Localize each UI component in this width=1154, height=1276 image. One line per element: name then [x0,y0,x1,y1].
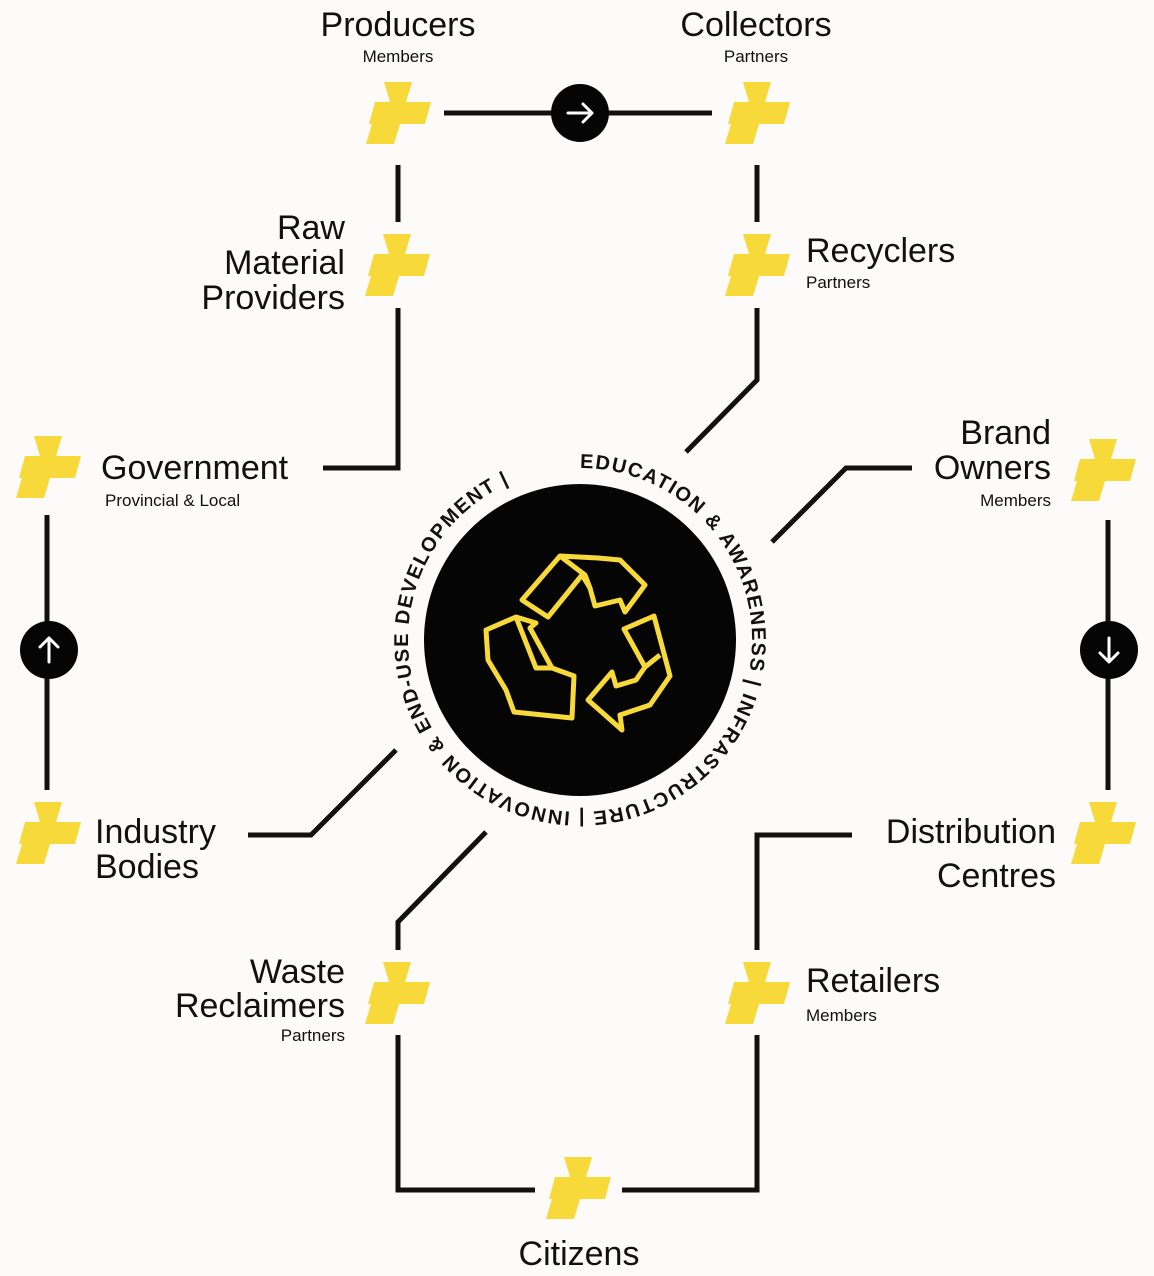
government-title: Government [101,449,289,487]
raw-material-line-1: Raw [277,209,345,247]
producers-subtitle: Members [363,47,434,66]
hub: EDUCATION & AWARENESS | INFRASTRUCTURE |… [391,451,768,829]
line-hub-waste [395,830,488,950]
arrow-down-icon [1080,621,1138,679]
line-raw-government [323,308,401,471]
government-plus-icon [16,436,81,498]
brand-owners-line-2: Owners [934,449,1051,487]
brand-owners-subtitle: Members [980,491,1051,510]
arrow-up-icon [20,621,78,679]
waste-reclaimers-plus-icon [365,962,430,1024]
connector-lines [44,110,1111,1193]
industry-bodies-line-2: Bodies [95,848,199,886]
line-recyclers-hub [684,308,760,454]
node-brand-owners: Brand Owners Members [934,414,1051,510]
distribution-plus-icon [1071,802,1136,864]
producers-plus-icon [366,82,431,144]
node-citizens: Citizens [519,1235,640,1273]
raw-material-line-3: Providers [201,279,345,317]
node-retailers: Retailers Members [806,962,940,1025]
industry-bodies-plus-icon [16,802,81,864]
node-government: Government Provincial & Local [101,449,289,510]
government-subtitle: Provincial & Local [105,491,240,510]
waste-reclaimers-line-1: Waste [250,953,345,991]
node-industry-bodies: Industry Bodies [95,813,216,886]
industry-bodies-line-1: Industry [95,813,216,851]
distribution-line-1: Distribution [886,813,1056,851]
hub-circle [424,484,736,796]
recyclers-subtitle: Partners [806,273,870,292]
collectors-title: Collectors [680,6,831,44]
retailers-subtitle: Members [806,1006,877,1025]
node-distribution-centres: Distribution Centres [886,813,1056,895]
node-raw-material-providers: Raw Material Providers [201,209,345,317]
brand-owners-line-1: Brand [960,414,1051,452]
retailers-title: Retailers [806,962,940,1000]
recyclers-plus-icon [725,234,790,296]
producers-title: Producers [321,6,476,44]
raw-material-plus-icon [365,234,430,296]
arrow-right-icon [551,84,609,142]
node-collectors: Collectors Partners [680,6,831,66]
recyclers-title: Recyclers [806,232,955,270]
waste-reclaimers-line-2: Reclaimers [175,987,345,1025]
distribution-line-2: Centres [937,857,1056,895]
node-waste-reclaimers: Waste Reclaimers Partners [175,953,345,1045]
node-producers: Producers Members [321,6,476,66]
raw-material-line-2: Material [224,244,345,282]
line-distribution-retailers [754,832,852,950]
retailers-plus-icon [725,962,790,1024]
brand-owners-plus-icon [1071,439,1136,501]
citizens-plus-icon [546,1157,611,1219]
collectors-subtitle: Partners [724,47,788,66]
line-brand-hub [770,465,912,544]
citizens-title: Citizens [519,1235,640,1273]
line-industry-hub [248,748,398,838]
collectors-plus-icon [725,82,790,144]
line-waste-citizens [395,1035,535,1193]
node-recyclers: Recyclers Partners [806,232,955,292]
waste-reclaimers-subtitle: Partners [281,1026,345,1045]
recycle-icon [483,553,673,733]
line-retailers-citizens [622,1035,760,1193]
